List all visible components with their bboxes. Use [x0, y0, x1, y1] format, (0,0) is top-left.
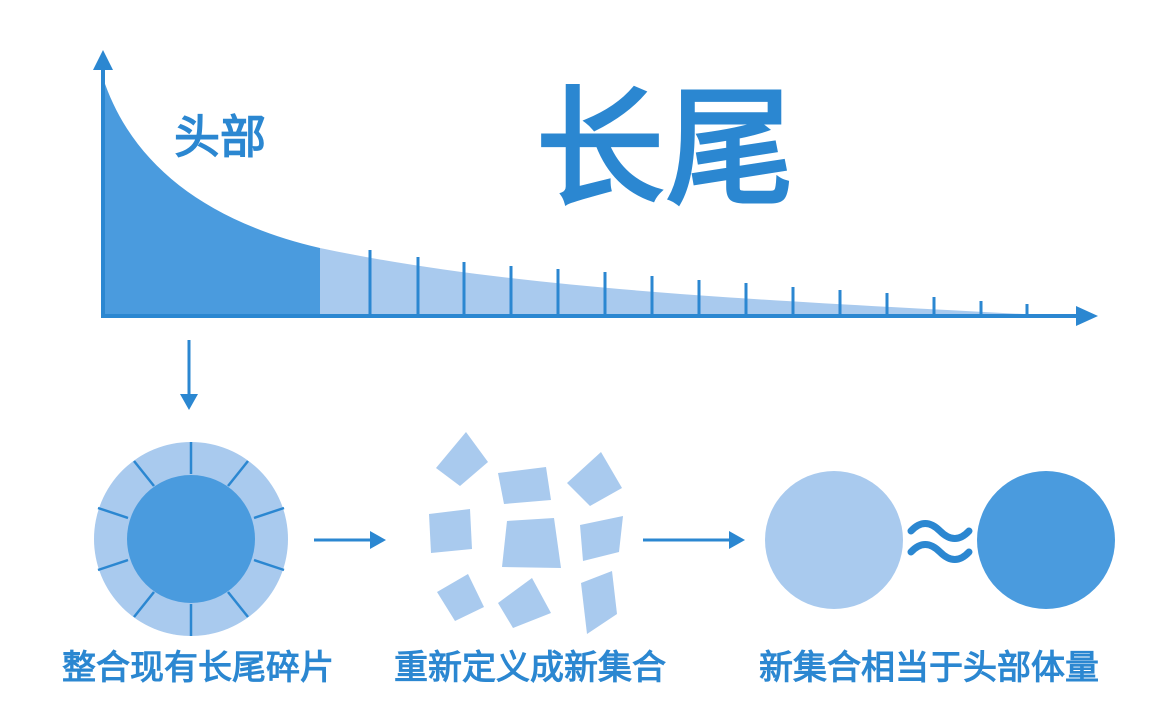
approx-icon: [907, 520, 973, 563]
fragment: [429, 509, 472, 553]
tail-ticks: [368, 250, 1029, 316]
fragment: [498, 467, 551, 504]
caption-step-1: 整合现有长尾碎片: [62, 648, 334, 688]
caption-step-2: 重新定义成新集合: [394, 648, 666, 688]
fragment: [502, 518, 561, 568]
tail-area: [320, 248, 1060, 316]
right-arrow-icon: [314, 531, 386, 549]
new-set-circle: [765, 471, 903, 609]
fragment: [581, 571, 617, 634]
right-arrow-icon: [643, 531, 745, 549]
fragment: [580, 516, 623, 561]
fragment: [437, 574, 484, 621]
fragment: [567, 452, 622, 506]
axes: [93, 50, 1098, 326]
ring-core: [127, 475, 255, 603]
caption-step-3: 新集合相当于头部体量: [759, 648, 1099, 688]
up-arrow-icon: [93, 50, 113, 70]
right-arrow-icon: [1076, 306, 1098, 326]
scattered-fragments: [429, 432, 623, 634]
fragment-ring: [94, 442, 288, 636]
head-label: 头部: [174, 110, 266, 164]
head-area: [103, 78, 320, 316]
fragment: [436, 432, 488, 486]
down-arrow-icon: [180, 340, 198, 410]
fragment: [498, 578, 551, 628]
head-volume-circle: [977, 471, 1115, 609]
ring-dividers: [97, 442, 285, 636]
page-title: 长尾: [536, 75, 797, 224]
